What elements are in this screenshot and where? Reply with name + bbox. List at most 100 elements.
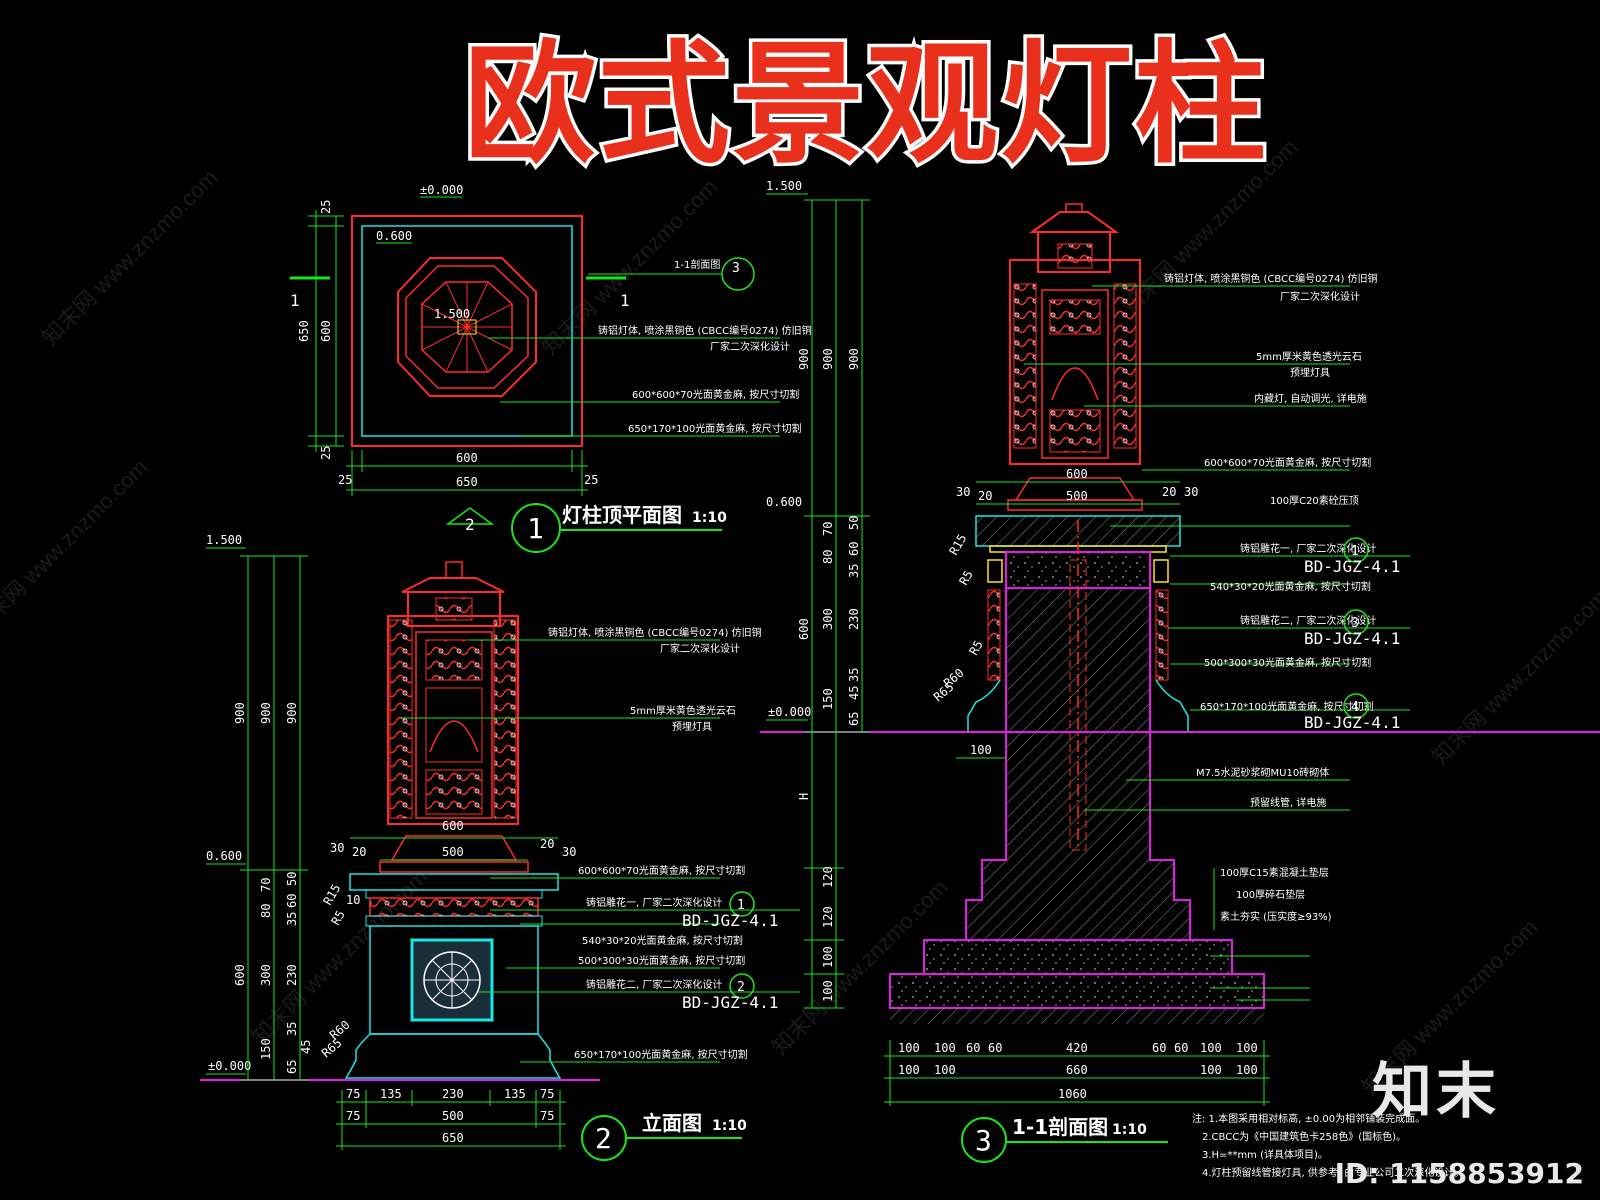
elev-dim-top-600: 600 <box>442 819 464 833</box>
sec-dim-b1-6: 60 <box>1174 1041 1188 1055</box>
plan-view-number: 1 <box>527 512 544 545</box>
elev-dim-top-20b: 20 <box>540 837 554 851</box>
plan-dim-bottom-650: 650 <box>456 475 478 489</box>
elev-level-0: 1.500 <box>206 533 242 547</box>
sec-note-12: 100厚C15素混凝土垫层 <box>1220 866 1329 879</box>
sec-dim-b-4: 150 <box>821 688 835 710</box>
sec-dim-top-500: 500 <box>1066 489 1088 503</box>
sec-dim-b1-1: 100 <box>934 1041 956 1055</box>
sec-dim-c-6: 35 <box>847 668 861 682</box>
sec-note-7-ref: 3 <box>1351 616 1359 631</box>
elev-dim-inner-3: 35 <box>285 912 299 926</box>
elev-dim-b3-0: 650 <box>442 1131 464 1145</box>
znzmo-logo: 知末 <box>1372 1057 1500 1127</box>
elev-dim-b1-0: 75 <box>346 1087 360 1101</box>
elev-dim-top-30b: 30 <box>562 845 576 859</box>
sec-note-0: 铸铝灯体, 喷涂黑铜色 (CBCC编号0274) 仿旧铜 <box>1164 272 1378 285</box>
general-note-3: 4.灯柱预留线管接灯具, 供参考, 由专业公司二次深化设计。 <box>1202 1166 1464 1179</box>
elev-dim-inner-8: 45 <box>299 1040 313 1054</box>
elev-view-title: 立面图 <box>642 1111 702 1135</box>
sec-radius-1: R5 <box>956 568 975 588</box>
sec-dim-top-600: 600 <box>1066 467 1088 481</box>
elev-dim-inner-5: 230 <box>285 964 299 986</box>
section-mark-right: 1 <box>620 291 630 310</box>
elev-note-3-code: BD-JGZ-4.1 <box>682 911 778 930</box>
sec-note-4: 100厚C20素砼压顶 <box>1270 494 1359 507</box>
sec-radius-2: R5 <box>966 638 985 658</box>
elev-note-3: 铸铝雕花一, 厂家二次深化设计 <box>586 896 722 909</box>
sec-note-11: 预留线管, 详电施 <box>1250 796 1326 809</box>
plan-view: 1 1 ±0.000 0.600 1.500 25 650 600 25 <box>290 183 812 553</box>
sec-level-2: ±0.000 <box>768 705 811 719</box>
sec-level-1: 0.600 <box>766 495 802 509</box>
sec-note-8: 500*300*30光面黄金麻, 按尺寸切割 <box>1204 656 1371 669</box>
elev-dim-b2-1: 500 <box>442 1109 464 1123</box>
sec-dim-b2-0: 100 <box>898 1063 920 1077</box>
sec-view-title: 1-1剖面图 <box>1012 1115 1108 1139</box>
plan-level-1: 0.600 <box>376 229 412 243</box>
elev-dim-outer-0: 900 <box>233 702 247 724</box>
sec-dim-b2-4: 100 <box>1236 1063 1258 1077</box>
sec-dim-b-7: 100 <box>821 946 835 968</box>
elev-level-1: 0.600 <box>206 849 242 863</box>
sec-dim-b-8: 100 <box>821 980 835 1002</box>
sec-dim-top-20b: 20 <box>1162 485 1176 499</box>
sec-dim-a-1: 600 <box>797 618 811 640</box>
sec-dim-c-10: 65 <box>847 712 861 726</box>
sec-dim-c-8: 45 <box>847 686 861 700</box>
elev-note-6-ref: 2 <box>737 980 745 995</box>
general-note-1: 2.CBCC为《中国建筑色卡258色》(国标色)。 <box>1202 1130 1406 1143</box>
sec-dim-b1-7: 100 <box>1200 1041 1222 1055</box>
sec-view-number: 3 <box>975 1124 992 1157</box>
sec-dim-b1-5: 60 <box>1152 1041 1166 1055</box>
plan-note-0: 1-1剖面图 <box>674 258 720 271</box>
elev-dim-inner-10: 65 <box>285 1060 299 1074</box>
sec-note-7: 铸铝雕花二, 厂家二次深化设计 <box>1240 614 1376 627</box>
sec-dim-b-0: 900 <box>821 348 835 370</box>
page-title: 欧式景观灯柱 <box>464 28 1268 182</box>
sec-dim-top-30b: 30 <box>1184 485 1198 499</box>
sec-note-2: 内藏灯, 自动调光, 详电施 <box>1254 392 1367 405</box>
plan-dim-left-0: 25 <box>319 200 333 214</box>
sec-dim-a-2: H <box>797 793 811 800</box>
elev-dim-top-10: 10 <box>346 893 360 907</box>
elev-dim-b2-2: 75 <box>540 1109 554 1123</box>
plan-dim-bottom-600: 600 <box>456 451 478 465</box>
plan-level-2: 1.500 <box>434 307 470 321</box>
section-view: 铸铝灯体, 喷涂黑铜色 (CBCC编号0274) 仿旧铜 厂家二次深化设计 5m… <box>760 179 1600 1179</box>
elev-note-7: 650*170*100光面黄金麻, 按尺寸切割 <box>574 1048 748 1061</box>
sec-note-9: 650*170*100光面黄金麻, 按尺寸切割 <box>1200 700 1374 713</box>
sec-note-9-ref: 4 <box>1351 700 1359 715</box>
elev-dim-mid-2: 80 <box>259 904 273 918</box>
elev-view-scale: 1:10 <box>712 1118 747 1134</box>
elev-dim-top-30a: 30 <box>330 841 344 855</box>
elev-dim-top-20a: 20 <box>352 845 366 859</box>
elev-dim-b2-0: 75 <box>346 1109 360 1123</box>
sec-dim-b1-2: 60 <box>966 1041 980 1055</box>
elev-dim-inner-1: 50 <box>285 872 299 886</box>
sec-dim-b2-1: 100 <box>934 1063 956 1077</box>
sec-note-7-code: BD-JGZ-4.1 <box>1304 629 1400 648</box>
elev-dim-inner-0: 900 <box>285 702 299 724</box>
sec-dim-b3-0: 1060 <box>1058 1087 1087 1101</box>
plan-view-scale: 1:10 <box>692 510 727 526</box>
elev-level-2: ±0.000 <box>208 1059 251 1073</box>
plan-level-0: ±0.000 <box>420 183 463 197</box>
elev-dim-inner-2: 60 <box>285 894 299 908</box>
sec-dim-b1-4: 420 <box>1066 1041 1088 1055</box>
elev-radius-1: R5 <box>328 908 347 928</box>
elev-note-1: 5mm厚米黄色透光云石 <box>630 704 736 717</box>
elev-dim-b1-2: 230 <box>442 1087 464 1101</box>
plan-dim-left-1: 650 <box>297 320 311 342</box>
sec-dim-top-20a: 20 <box>978 489 992 503</box>
elev-note-2: 600*600*70光面黄金麻, 按尺寸切割 <box>578 864 745 877</box>
plan-note-1: 铸铝灯体, 喷涂黑铜色 (CBCC编号0274) 仿旧铜 <box>598 324 812 337</box>
sec-view-scale: 1:10 <box>1112 1122 1147 1138</box>
sec-note-5-ref: 1 <box>1351 544 1359 559</box>
sec-note-1-sub: 预埋灯具 <box>1290 367 1330 379</box>
sec-note-6: 540*30*20光面黄金麻, 按尺寸切割 <box>1210 580 1371 593</box>
sec-note-5: 铸铝雕花一, 厂家二次深化设计 <box>1240 542 1376 555</box>
sec-dim-a-0: 900 <box>797 348 811 370</box>
